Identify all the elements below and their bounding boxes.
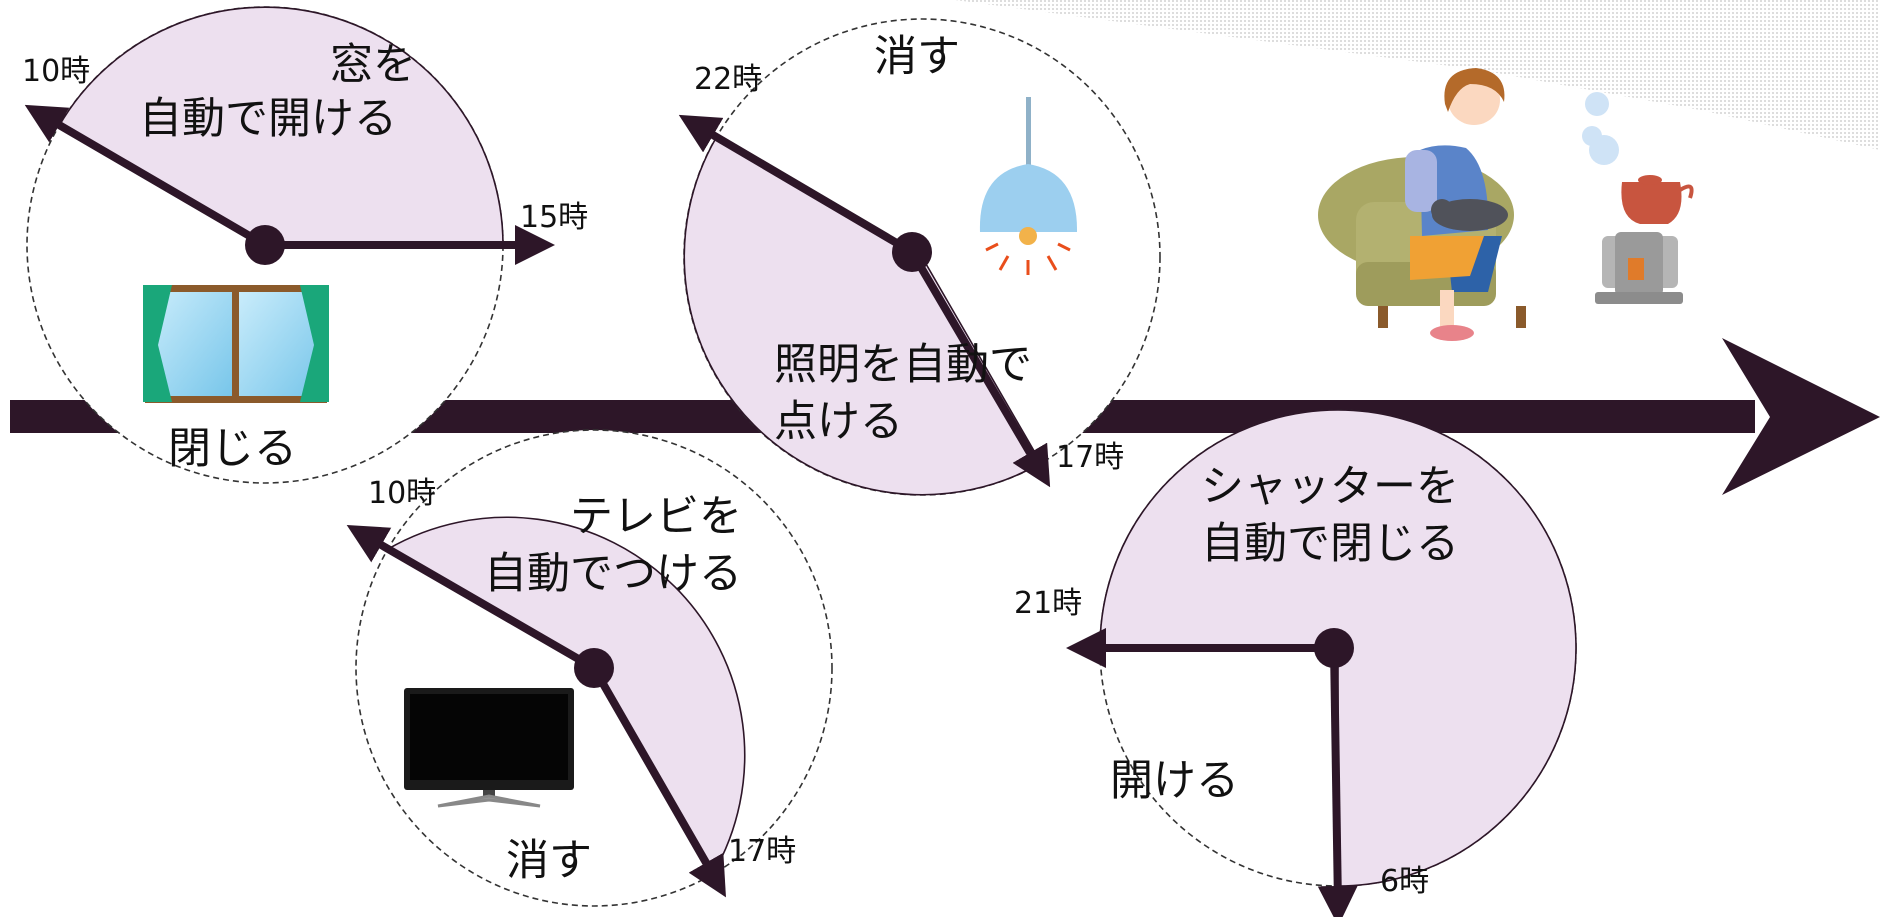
- lighting-on-line1: 照明を自動で: [774, 340, 1032, 390]
- window-on-line1: 窓を: [330, 40, 416, 90]
- clock-window: [24, 6, 555, 484]
- tv-off-label: 消す: [506, 836, 592, 886]
- window-time-end: 15時: [520, 200, 589, 235]
- shutter-on-line2: 自動で閉じる: [1201, 519, 1459, 569]
- shutter-off-label: 開ける: [1110, 756, 1239, 806]
- tv-on-line2: 自動でつける: [484, 549, 742, 599]
- clock-shutter: [1066, 409, 1577, 917]
- woman-relaxing-illustration: [1318, 68, 1694, 341]
- lighting-on-line2: 点ける: [774, 397, 903, 447]
- tv-on-line1: テレビを: [570, 492, 742, 542]
- shutter-time-start: 21時: [1014, 586, 1083, 621]
- television-icon: [404, 688, 574, 808]
- lighting-time-end: 22時: [694, 62, 763, 97]
- window-icon: [143, 285, 329, 403]
- window-on-line2: 自動で開ける: [139, 94, 397, 144]
- background-wedge: [955, 0, 1880, 150]
- tv-time-start: 10時: [368, 476, 437, 511]
- window-time-start: 10時: [22, 54, 91, 89]
- tv-time-end: 17時: [728, 834, 797, 869]
- pendant-lamp-icon: [979, 97, 1078, 275]
- clock-tv: [346, 429, 833, 907]
- clock-lighting: [678, 18, 1161, 496]
- lighting-off-label: 消す: [874, 32, 960, 82]
- shutter-time-end: 6時: [1380, 864, 1430, 899]
- window-off-label: 閉じる: [168, 424, 297, 474]
- shutter-on-line1: シャッターを: [1201, 462, 1459, 512]
- lighting-time-start: 17時: [1056, 440, 1125, 475]
